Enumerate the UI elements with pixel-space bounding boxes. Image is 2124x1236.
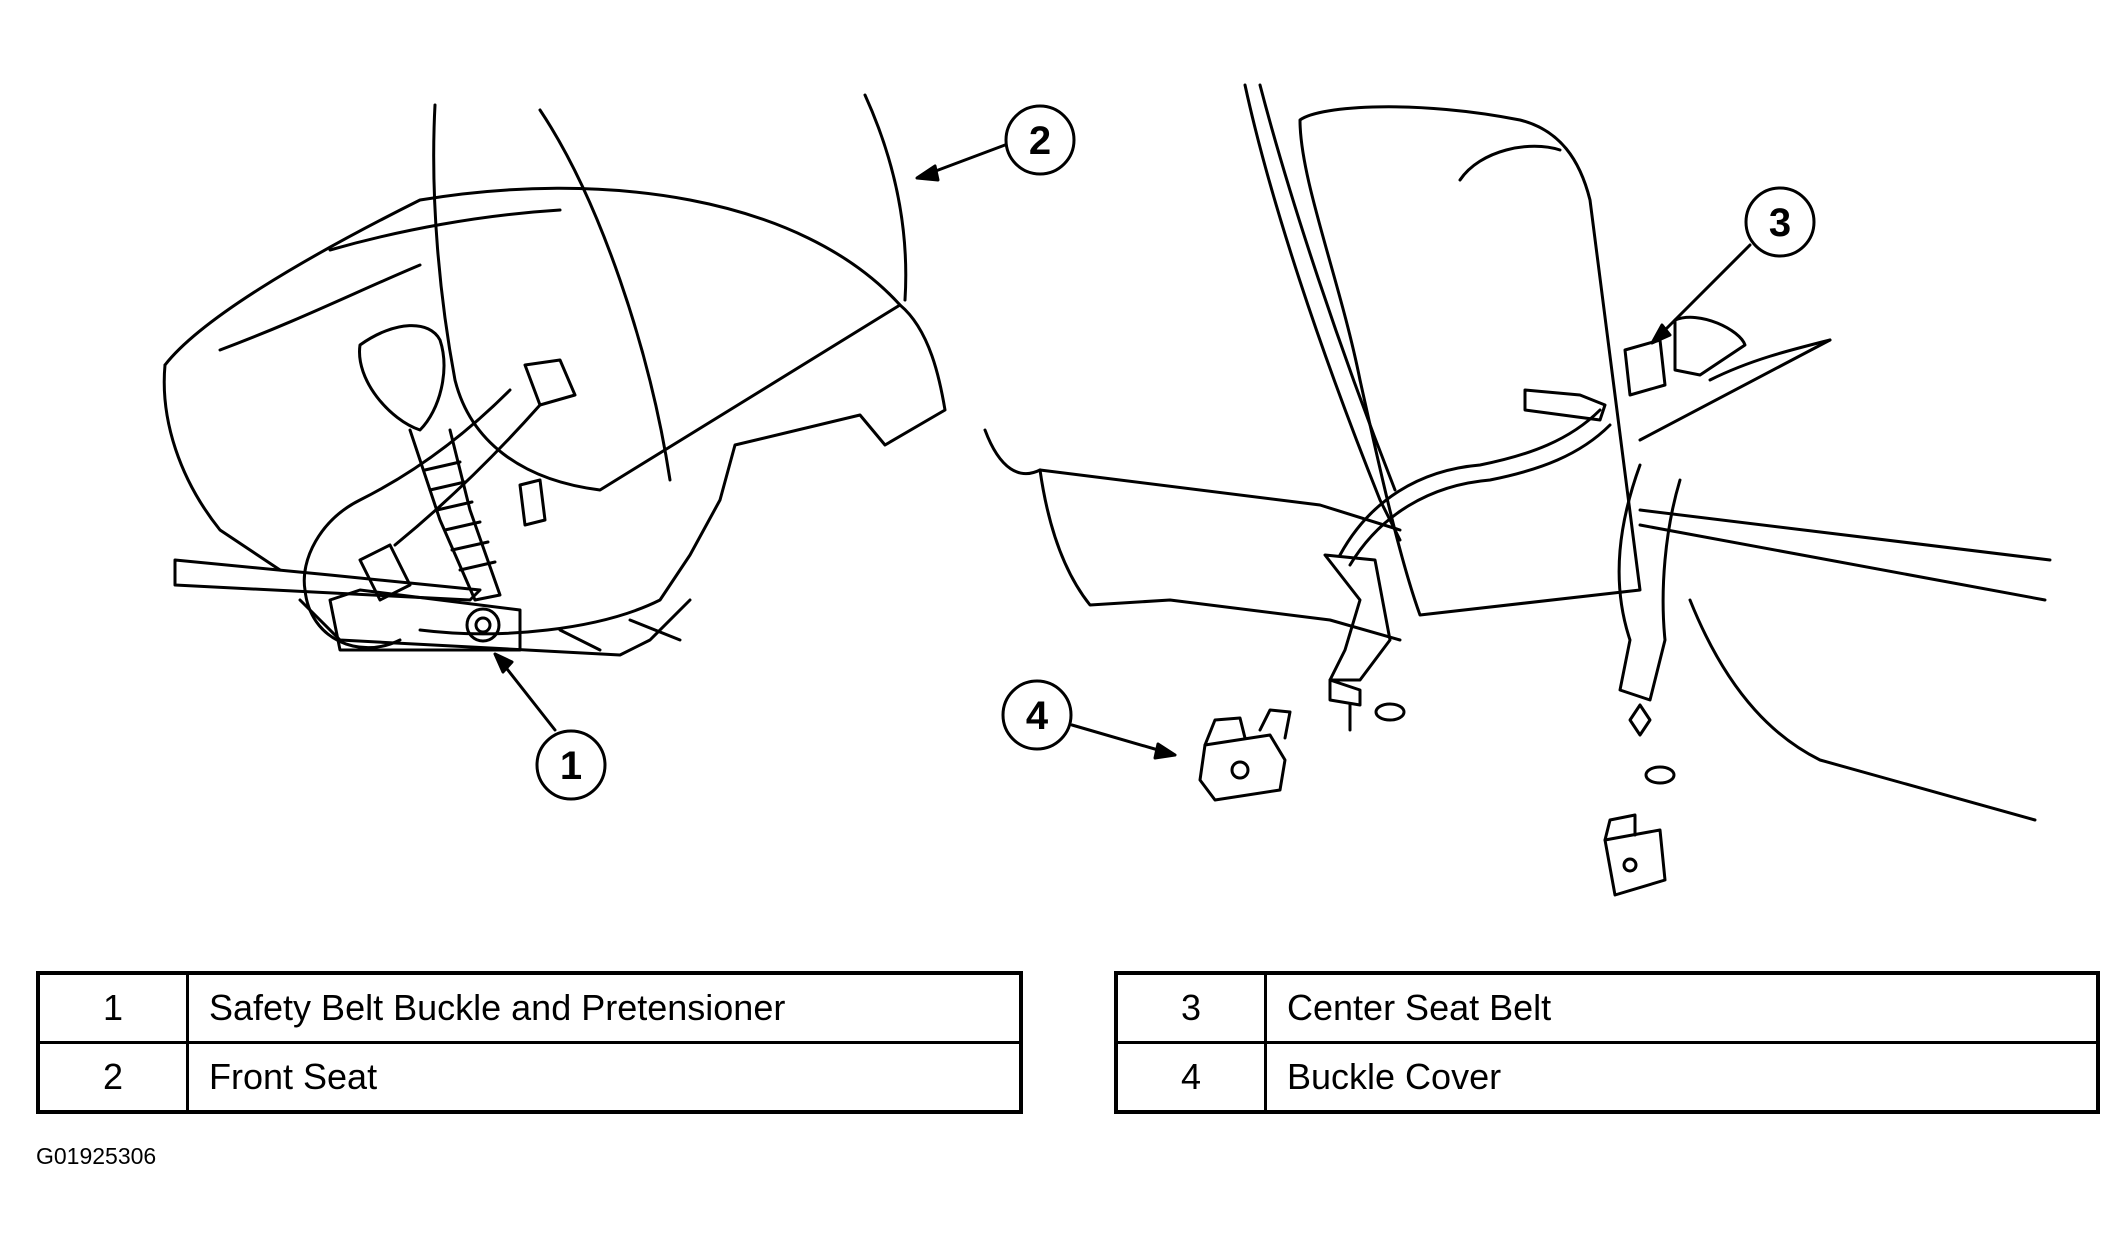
callout-4-label: 4 (1026, 694, 1049, 738)
legend-row: 2 Front Seat (36, 1041, 1023, 1114)
front-seat-drawing (162, 93, 947, 657)
legend-number: 3 (1114, 971, 1267, 1044)
legend-description: Buckle Cover (1264, 1041, 2100, 1114)
legend-number: 1 (36, 971, 189, 1044)
callout-2-label: 2 (1029, 119, 1051, 163)
center-seat-drawing (983, 83, 2052, 897)
legend-table-left: 1 Safety Belt Buckle and Pretensioner 2 … (36, 971, 1023, 1114)
legend-number: 2 (36, 1041, 189, 1114)
buckle-cover-drawing (1198, 708, 1292, 802)
legend-number: 4 (1114, 1041, 1267, 1114)
callout-1-label: 1 (560, 744, 582, 788)
legend-table-right: 3 Center Seat Belt 4 Buckle Cover (1114, 971, 2100, 1114)
callout-2: 2 (915, 104, 1076, 182)
callout-1: 1 (493, 652, 607, 801)
legend-row: 4 Buckle Cover (1114, 1041, 2100, 1114)
legend-description: Front Seat (186, 1041, 1023, 1114)
legend-description: Center Seat Belt (1264, 971, 2100, 1044)
callout-3: 3 (1650, 186, 1816, 345)
figure-id: G01925306 (36, 1143, 157, 1169)
callout-4: 4 (1001, 679, 1177, 760)
seat-belt-illustration: 1 2 3 4 (162, 83, 2052, 897)
legend-description: Safety Belt Buckle and Pretensioner (186, 971, 1023, 1044)
callout-3-label: 3 (1769, 201, 1791, 245)
legend-row: 1 Safety Belt Buckle and Pretensioner (36, 971, 1023, 1044)
legend-row: 3 Center Seat Belt (1114, 971, 2100, 1044)
